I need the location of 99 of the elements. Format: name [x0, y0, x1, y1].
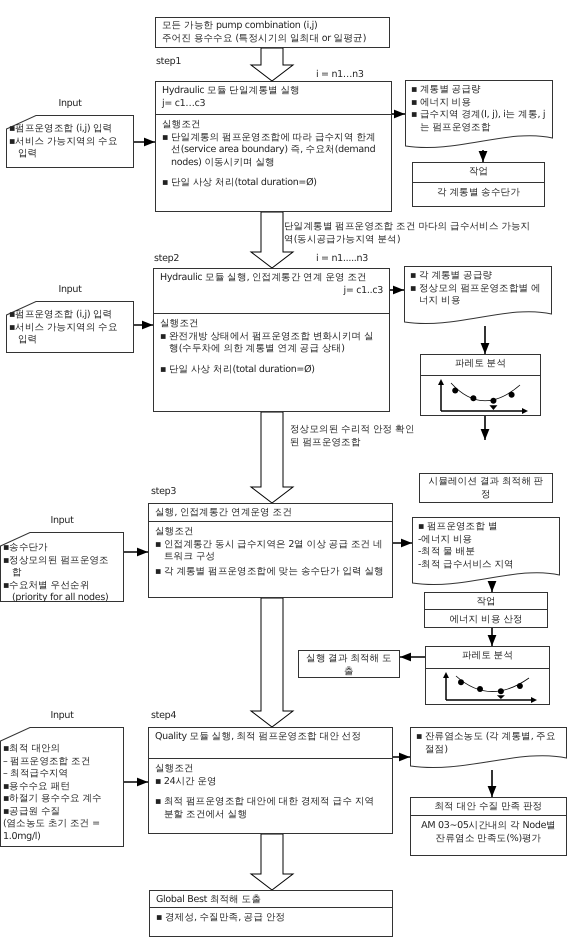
box-text: 실행조건: [155, 526, 195, 538]
box-text: 실행 결과 최적해 도출: [305, 653, 393, 678]
process-box: [412, 162, 545, 207]
arrow: [488, 628, 496, 646]
bullet-item: ▪수요처별 우선순위 (priority for all nodes): [3, 580, 110, 604]
step-label: step4: [151, 710, 176, 722]
bullet-item: – 펌프운영조합 조건: [3, 756, 92, 768]
box-text: AM 03~05시간내의 각 Node별 잔류염소 만족도(%)평가: [420, 820, 557, 845]
process-box: [155, 17, 390, 48]
input-label: Input: [57, 284, 83, 296]
arrow: [478, 150, 488, 162]
bullet-item: ▪ 각 계통별 공급량: [410, 270, 494, 282]
bullet-item: ▪ 급수지역 경계(I, j), i는 계통, j는 펌프운영조합: [411, 109, 546, 134]
arrow: [392, 110, 405, 118]
bullet-item: ▪서비스 가능지역의 수요 입력: [9, 136, 119, 160]
box-text: (염소농도 초기 조건 = 1.0mg/l): [3, 818, 101, 843]
arrow: [134, 320, 153, 330]
box-text: j= c1..c3: [342, 284, 383, 297]
document-shape: [410, 727, 567, 770]
bullet-item: ▪정상모의된 펌프운영조합: [3, 554, 110, 580]
block-arrow: [250, 48, 294, 82]
bullet-item: -에너지 비용: [418, 534, 474, 546]
arrow: [124, 548, 148, 556]
bullet-item: ▪ 에너지 비용: [411, 96, 472, 109]
input-label: Input: [57, 98, 83, 110]
process-box: [410, 797, 567, 856]
bullet-item: ▪ 인접계통간 동시 급수지역은 2열 이상 공급 조건 네트워크 구성: [155, 538, 384, 564]
bullet-item: ▪ 경제성, 수질만족, 공급 안정: [156, 912, 286, 924]
bullet-item: ▪용수수요 패턴: [3, 780, 72, 793]
process-box: [425, 646, 550, 705]
bullet-item: ▪ 단일 사상 처리(total duration=Ø): [160, 364, 316, 376]
bullet-item: ▪공급원 수질: [3, 806, 62, 818]
box-heading: 파레토 분석: [460, 650, 514, 662]
input-label: Input: [49, 515, 75, 528]
bullet-item: ▪ 계통별 공급량: [411, 84, 482, 96]
bullet-item: ▪ 각 계통별 펌프운영조합에 맞는 송수단가 입력 실행: [155, 566, 385, 578]
bullet-item: -최적 물 배분: [418, 546, 476, 558]
box-heading: Hydraulic 모듈 단일계통별 실행: [162, 85, 301, 98]
block-arrow: [250, 834, 294, 891]
document-shape: [405, 80, 553, 150]
box-text: 주어진 용수수요 (특정시기의 일최대 or 일평균): [162, 32, 368, 45]
bullet-item: ▪ 완전개방 상태에서 펌프운영조합 변화시키며 실행(수두차에 의한 계통별 연계 공급 상태): [160, 330, 375, 356]
bullet-item: ▪최적 대안의: [3, 743, 62, 756]
box-heading: Quality 모듈 실행, 최적 펌프운영조합 대안 선정: [155, 731, 362, 744]
box-heading: 파레토 분석: [454, 358, 508, 370]
arrow: [134, 138, 155, 146]
document-shape: [404, 266, 552, 326]
bullet-item: ▪서비스 가능지역의 수요 입력: [9, 322, 119, 346]
block-arrow: [250, 212, 294, 269]
block-arrow: [250, 598, 294, 728]
box-heading: Hydraulic 모듈 실행, 인접계통간 연계 운영 조건: [160, 272, 368, 284]
bullet-item: ▪ 24시간 운영: [155, 776, 218, 788]
bullet-item: ▪ 최적 펌프운영조합 대안에 대한 경제적 급수 지역 분할 조건에서 실행: [155, 796, 376, 821]
bullet-item: – 최적급수지역: [3, 768, 70, 780]
box-text: 에너지 비용 산정: [448, 614, 524, 626]
arrow: [400, 652, 425, 662]
bullet-item: ▪펌프운영조합 (i,j) 입력: [9, 123, 114, 136]
process-box: [420, 354, 541, 416]
step-label: step3: [151, 486, 176, 498]
index-range: i = n1.....n3: [316, 253, 368, 266]
process-box: [419, 473, 553, 503]
box-text: 각 계통별 송수단가: [436, 187, 522, 200]
arrow: [488, 770, 496, 797]
step-label: step2: [154, 253, 180, 266]
bullet-item: ▪ 단일계통의 펌프운영조합에 따라 급수지역 한계선(service area boundary) 즉, 수요처(demand nodes) 이동시키며 실행: [162, 132, 377, 169]
arrow: [480, 416, 490, 440]
arrow: [393, 538, 412, 548]
arrow: [488, 580, 496, 592]
bullet-item: ▪송수단가: [3, 542, 49, 554]
box-heading: 작업: [475, 596, 497, 608]
arrow: [124, 778, 148, 786]
bullet-item: ▪ 정상모의 펌프운영조합별 에너지 비용: [410, 282, 542, 308]
arrow: [393, 752, 410, 762]
box-text: j= c1…c3: [162, 98, 206, 110]
box-text: 실행조건: [162, 119, 202, 132]
bullet-item: ▪펌프운영조합 (i,j) 입력: [9, 309, 114, 322]
bullet-item: -최적 급수서비스 지역: [418, 558, 515, 571]
index-range: i = n1…n3: [316, 69, 364, 82]
box-text: 실행조건: [155, 763, 195, 776]
box-heading: 작업: [468, 166, 490, 178]
process-box: [298, 650, 400, 678]
process-box: [149, 890, 393, 937]
bullet-item: ▪ 잔류염소농도 (각 계통별, 주요절점): [416, 731, 557, 756]
arrow: [480, 326, 490, 354]
box-heading: 최적 대안 수질 만족 판정: [434, 801, 544, 814]
bullet-item: ▪ 펌프운영조합 별: [418, 521, 498, 534]
bullet-item: ▪ 단일 사상 처리(total duration=Ø): [162, 177, 318, 190]
input-label: Input: [49, 710, 75, 722]
box-text: 모든 가능한 pump combination (i,j): [162, 20, 318, 32]
process-box: [424, 592, 548, 628]
document-shape: [412, 517, 560, 587]
box-heading: 실행, 인접계통간 연계운영 조건: [155, 507, 293, 520]
step-label: step1: [156, 56, 182, 68]
box-text: 시뮬레이션 결과 최적해 판정: [428, 476, 544, 501]
bullet-item: ▪하절기 용수수요 계수: [3, 793, 103, 806]
box-heading: Global Best 최적해 도출: [156, 894, 262, 906]
arrow: [390, 286, 404, 294]
box-text: 실행조건: [160, 318, 200, 330]
block-arrow: [250, 412, 294, 504]
